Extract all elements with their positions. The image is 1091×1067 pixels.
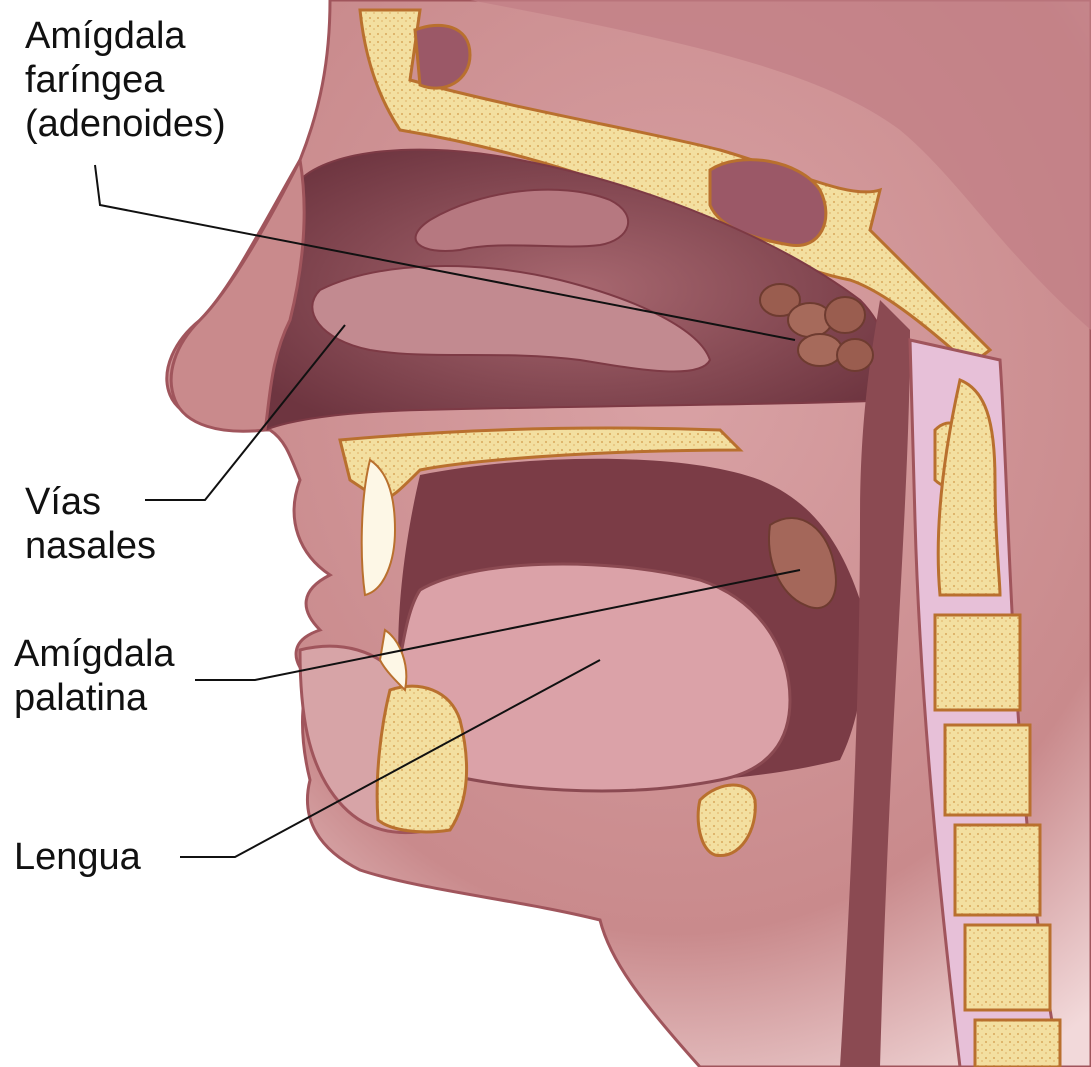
vertebra-c6 — [965, 925, 1050, 1010]
label-nasal-passages-line1: Vías — [25, 480, 156, 524]
label-tongue-line1: Lengua — [14, 835, 141, 879]
label-pharyngeal-tonsil-line3: (adenoides) — [25, 102, 226, 146]
label-pharyngeal-tonsil-line2: faríngea — [25, 58, 226, 102]
label-palatine-tonsil: Amígdala palatina — [14, 632, 175, 720]
label-tongue: Lengua — [14, 835, 141, 879]
label-pharyngeal-tonsil-line1: Amígdala — [25, 14, 226, 58]
vertebra-c3 — [935, 615, 1020, 710]
label-pharyngeal-tonsil: Amígdala faríngea (adenoides) — [25, 14, 226, 146]
label-palatine-tonsil-line1: Amígdala — [14, 632, 175, 676]
frontal-sinus — [415, 25, 470, 88]
vertebra-c5 — [955, 825, 1040, 915]
label-palatine-tonsil-line2: palatina — [14, 676, 175, 720]
vertebra-c7 — [975, 1020, 1060, 1067]
label-nasal-passages-line2: nasales — [25, 524, 156, 568]
vertebra-c4 — [945, 725, 1030, 815]
mandible-bone — [377, 686, 466, 832]
label-nasal-passages: Vías nasales — [25, 480, 156, 568]
